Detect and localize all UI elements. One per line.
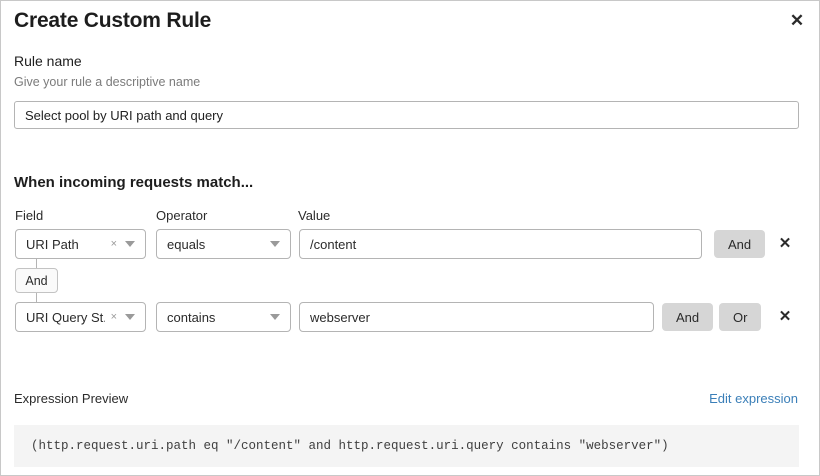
and-button-row-2[interactable]: And [662,303,714,331]
operator-select-value-row-1: equals [167,236,206,252]
edit-expression-link[interactable]: Edit expression [709,391,798,406]
dialog-title: Create Custom Rule [14,9,212,32]
match-section-heading: When incoming requests match... [14,174,254,191]
expression-preview-label: Expression Preview [14,391,129,406]
chevron-down-icon [270,241,280,247]
field-select-value-row-1: URI Path [26,236,79,252]
clear-icon[interactable]: × [110,310,117,323]
field-select-value-row-2: URI Query St... [26,309,105,325]
delete-row-icon[interactable]: ✕ [776,306,794,326]
chevron-down-icon [125,241,135,247]
column-header-field: Field [15,208,44,223]
operator-select-value-row-2: contains [167,309,216,325]
operator-select-row-1[interactable]: equals [156,229,291,259]
expression-preview-code: (http.request.uri.path eq "/content" and… [31,439,669,453]
close-icon[interactable]: ✕ [784,7,810,33]
rule-name-label: Rule name [14,53,82,69]
value-input-row-1[interactable] [299,229,702,259]
clear-icon[interactable]: × [110,237,117,250]
column-header-value: Value [298,208,331,223]
rule-name-help-text: Give your rule a descriptive name [14,75,201,89]
rule-name-input[interactable] [14,101,799,129]
or-button-row-2[interactable]: Or [719,303,762,331]
field-select-row-1[interactable]: URI Path × [15,229,146,259]
value-input-row-2[interactable] [299,302,654,332]
column-header-operator: Operator [156,208,208,223]
chevron-down-icon [125,314,135,320]
operator-select-row-2[interactable]: contains [156,302,291,332]
field-select-row-2[interactable]: URI Query St... × [15,302,146,332]
chevron-down-icon [270,314,280,320]
delete-row-icon[interactable]: ✕ [776,233,794,253]
and-button-row-1[interactable]: And [714,230,766,258]
connector-and-badge[interactable]: And [15,268,58,293]
expression-preview-box: (http.request.uri.path eq "/content" and… [14,425,799,467]
